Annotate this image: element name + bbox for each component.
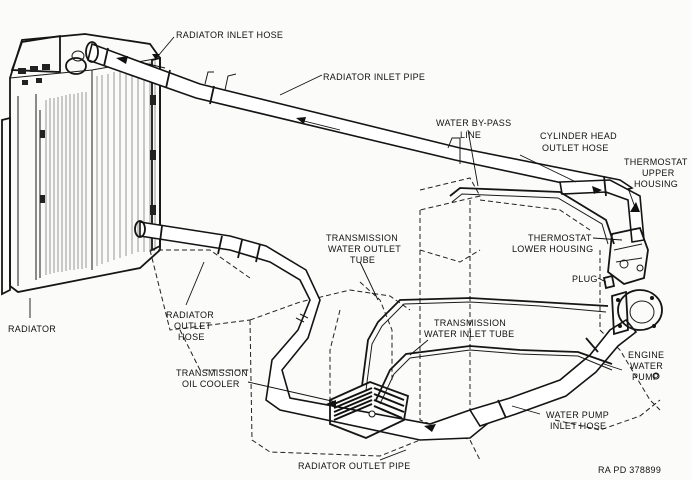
- engine-water-pump-illustration: [611, 289, 663, 380]
- label-trans-inlet-1: TRANSMISSION: [434, 318, 506, 328]
- engine-outline: [149, 177, 661, 461]
- label-pump-inlet-1: WATER PUMP: [546, 410, 609, 420]
- label-rad-outlet-hose-3: HOSE: [178, 332, 205, 342]
- label-thermostat-upper-2: UPPER: [642, 168, 675, 178]
- label-water-bypass-line-2: LINE: [460, 130, 481, 140]
- label-engine-pump-2: WATER: [630, 361, 663, 371]
- thermostat-assembly-illustration: [602, 226, 649, 290]
- callout-labels: RADIATOR INLET HOSE RADIATOR INLET PIPE …: [8, 30, 688, 475]
- label-thermostat-upper-3: HOUSING: [634, 179, 678, 189]
- label-trans-outlet-3: TUBE: [350, 255, 375, 265]
- label-trans-outlet-2: WATER OUTLET: [328, 244, 401, 254]
- transmission-tubes-illustration: [361, 297, 613, 405]
- transmission-oil-cooler-illustration: [329, 381, 410, 439]
- label-engine-pump-1: ENGINE: [628, 350, 664, 360]
- label-radiator: RADIATOR: [8, 324, 56, 334]
- oil-cooler-fins: [333, 387, 405, 421]
- label-radiator-inlet-pipe: RADIATOR INLET PIPE: [323, 72, 425, 82]
- radiator-outlet-pipe-illustration: [134, 220, 638, 441]
- label-cylinder-head-2: OUTLET HOSE: [542, 143, 609, 153]
- label-radiator-inlet-hose: RADIATOR INLET HOSE: [176, 30, 283, 40]
- label-radiator-outlet-pipe: RADIATOR OUTLET PIPE: [298, 461, 411, 471]
- label-water-bypass-line-1: WATER BY-PASS: [436, 118, 511, 128]
- radiator-fins: [45, 60, 156, 275]
- label-plug: PLUG: [572, 274, 598, 284]
- label-trans-cooler-1: TRANSMISSION: [176, 368, 248, 378]
- label-thermostat-upper-1: THERMOSTAT: [624, 157, 688, 167]
- figure-reference: RA PD 378899: [598, 465, 661, 475]
- label-trans-cooler-2: OIL COOLER: [182, 379, 240, 389]
- label-rad-outlet-hose-1: RADIATOR: [166, 310, 214, 320]
- leader-lines: [29, 36, 637, 461]
- label-pump-inlet-2: INLET HOSE: [550, 421, 606, 431]
- label-engine-pump-3: PUMP: [632, 372, 659, 382]
- radiator-illustration: [1, 33, 161, 296]
- label-trans-outlet-1: TRANSMISSION: [326, 233, 398, 243]
- label-thermostat-lower-1: THERMOSTAT: [528, 233, 592, 243]
- label-rad-outlet-hose-2: OUTLET: [174, 321, 212, 331]
- label-thermostat-lower-2: LOWER HOUSING: [512, 244, 593, 254]
- label-trans-inlet-2: WATER INLET TUBE: [424, 329, 514, 339]
- water-bypass-line-illustration: [449, 187, 615, 245]
- label-cylinder-head-1: CYLINDER HEAD: [540, 131, 617, 141]
